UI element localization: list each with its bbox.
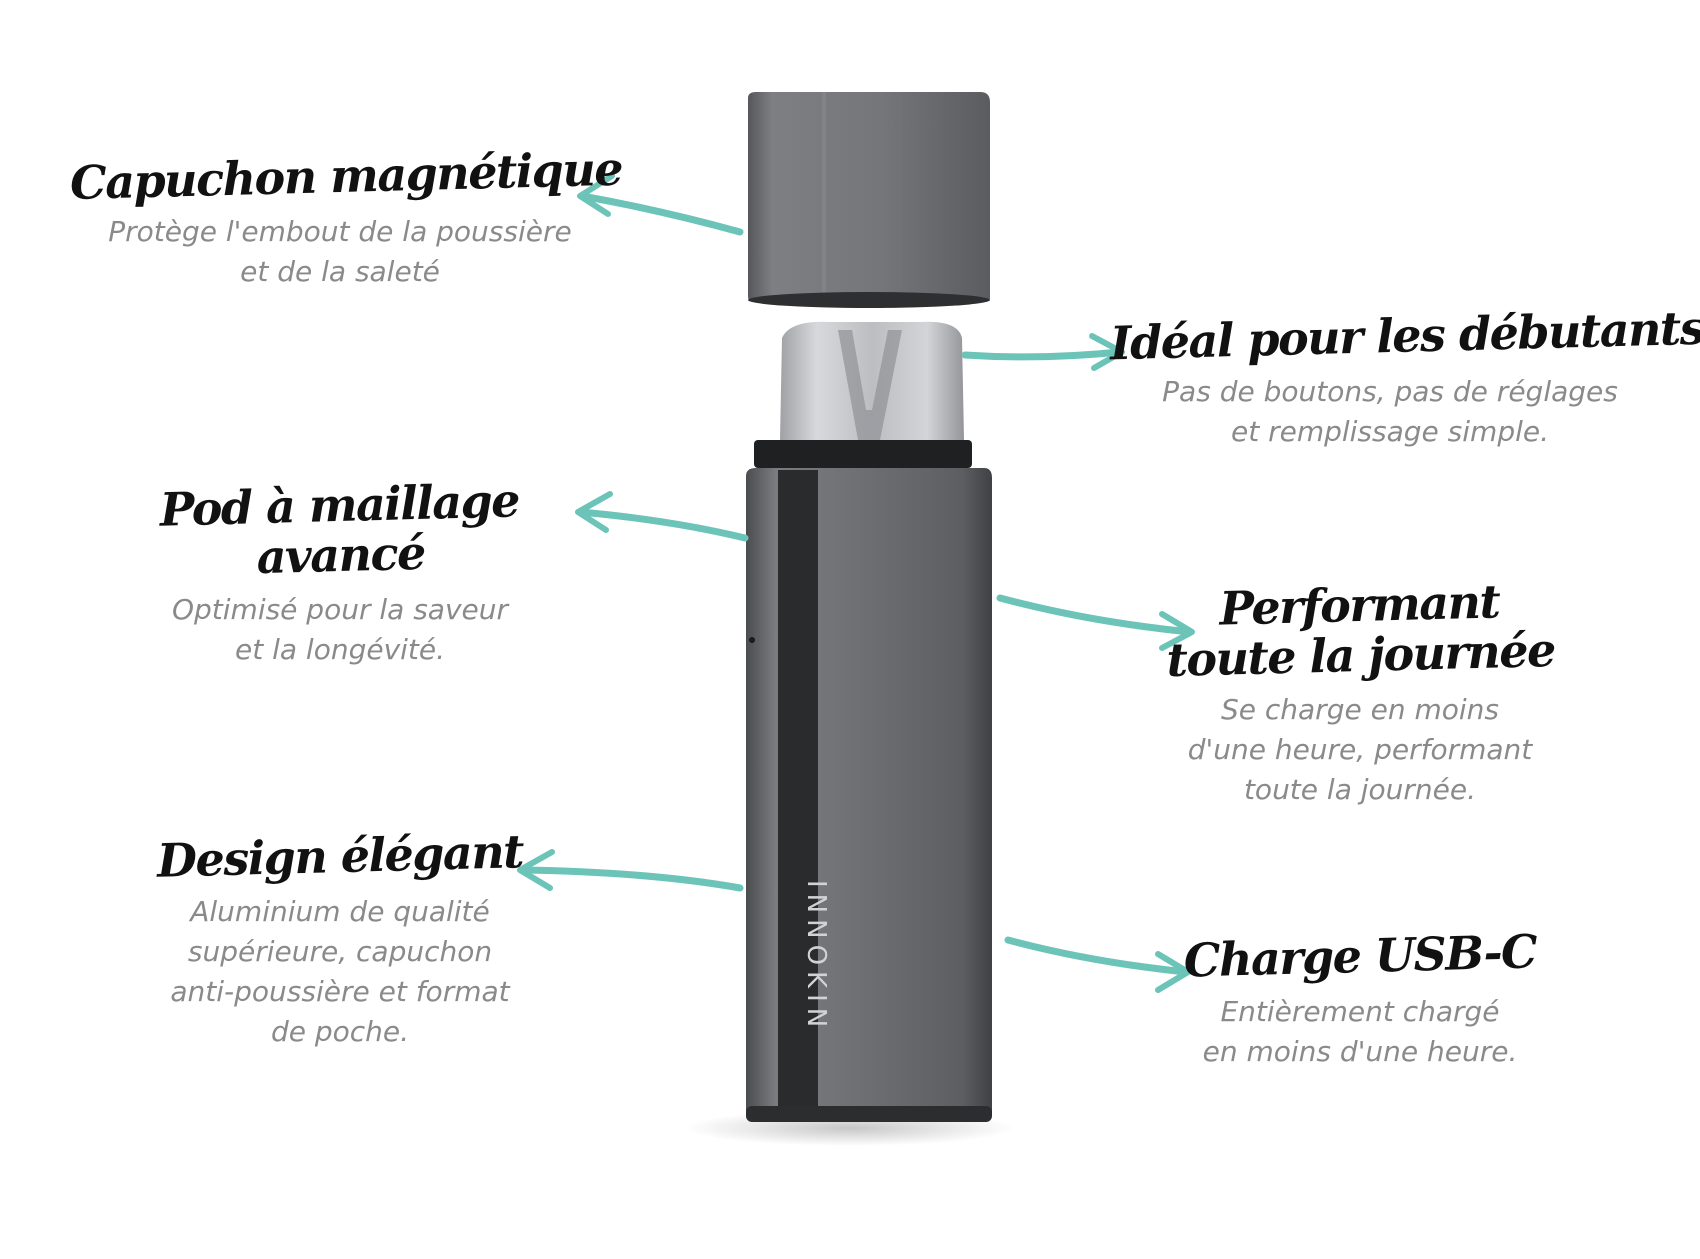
feature-title: Performant toute la journée [1149, 574, 1571, 688]
feature-title: Pod à maillage avancé [119, 473, 561, 585]
desc-line: de poche. [270, 1015, 410, 1048]
desc-line: Optimisé pour la saveur [171, 593, 509, 626]
desc-line: et la longévité. [234, 633, 446, 666]
desc-line: Entièrement chargé [1220, 995, 1500, 1028]
magnetic-cap [748, 92, 990, 308]
brand-logo-text: INNOKIN [801, 880, 831, 1033]
feature-title: Capuchon magnétique [69, 141, 623, 211]
feature-description: Optimisé pour la saveur et la longévité. [120, 590, 560, 670]
desc-line: et de la saleté [240, 255, 440, 288]
desc-line: et remplissage simple. [1230, 415, 1549, 448]
feature-performant: Performant toute la journée Se charge en… [1150, 574, 1570, 810]
feature-title: Design élégant [156, 824, 524, 888]
arrow-pod [575, 491, 749, 542]
desc-line: Pas de boutons, pas de réglages [1162, 375, 1618, 408]
feature-pod: Pod à maillage avancé Optimisé pour la s… [120, 473, 560, 670]
desc-line: anti-poussière et format [170, 975, 510, 1008]
arrow-ideal [961, 333, 1125, 371]
feature-title: Charge USB-C [1183, 924, 1537, 988]
feature-description: Pas de boutons, pas de réglages et rempl… [1110, 372, 1670, 452]
arrow-performant [996, 594, 1195, 651]
feature-usb-c: Charge USB-C Entièrement chargé en moins… [1160, 924, 1560, 1072]
title-line: toute la journée [1165, 622, 1556, 688]
desc-line: d'une heure, performant [1187, 733, 1533, 766]
desc-line: Se charge en moins [1220, 693, 1499, 726]
feature-description: Se charge en moins d'une heure, performa… [1150, 690, 1570, 810]
title-line: avancé [255, 525, 426, 585]
arrow-design [517, 849, 744, 892]
feature-description: Entièrement chargé en moins d'une heure. [1160, 992, 1560, 1072]
feature-ideal: Idéal pour les débutants Pas de boutons,… [1109, 301, 1700, 452]
feature-description: Protège l'embout de la poussière et de l… [70, 212, 610, 292]
device-body: INNOKIN [746, 468, 992, 1122]
desc-line: toute la journée. [1243, 773, 1477, 806]
feature-design: Design élégant Aluminium de qualité supé… [120, 824, 560, 1052]
feature-title: Idéal pour les débutants [1109, 300, 1700, 371]
mesh-pod [754, 321, 972, 468]
desc-line: Protège l'embout de la poussière [108, 215, 572, 248]
desc-line: supérieure, capuchon [187, 935, 493, 968]
arrow-capuchon [577, 173, 744, 236]
desc-line: en moins d'une heure. [1202, 1035, 1518, 1068]
desc-line: Aluminium de qualité [190, 895, 490, 928]
arrow-usb [1004, 936, 1191, 993]
feature-description: Aluminium de qualité supérieure, capucho… [120, 892, 560, 1052]
feature-capuchon: Capuchon magnétique Protège l'embout de … [69, 142, 622, 292]
